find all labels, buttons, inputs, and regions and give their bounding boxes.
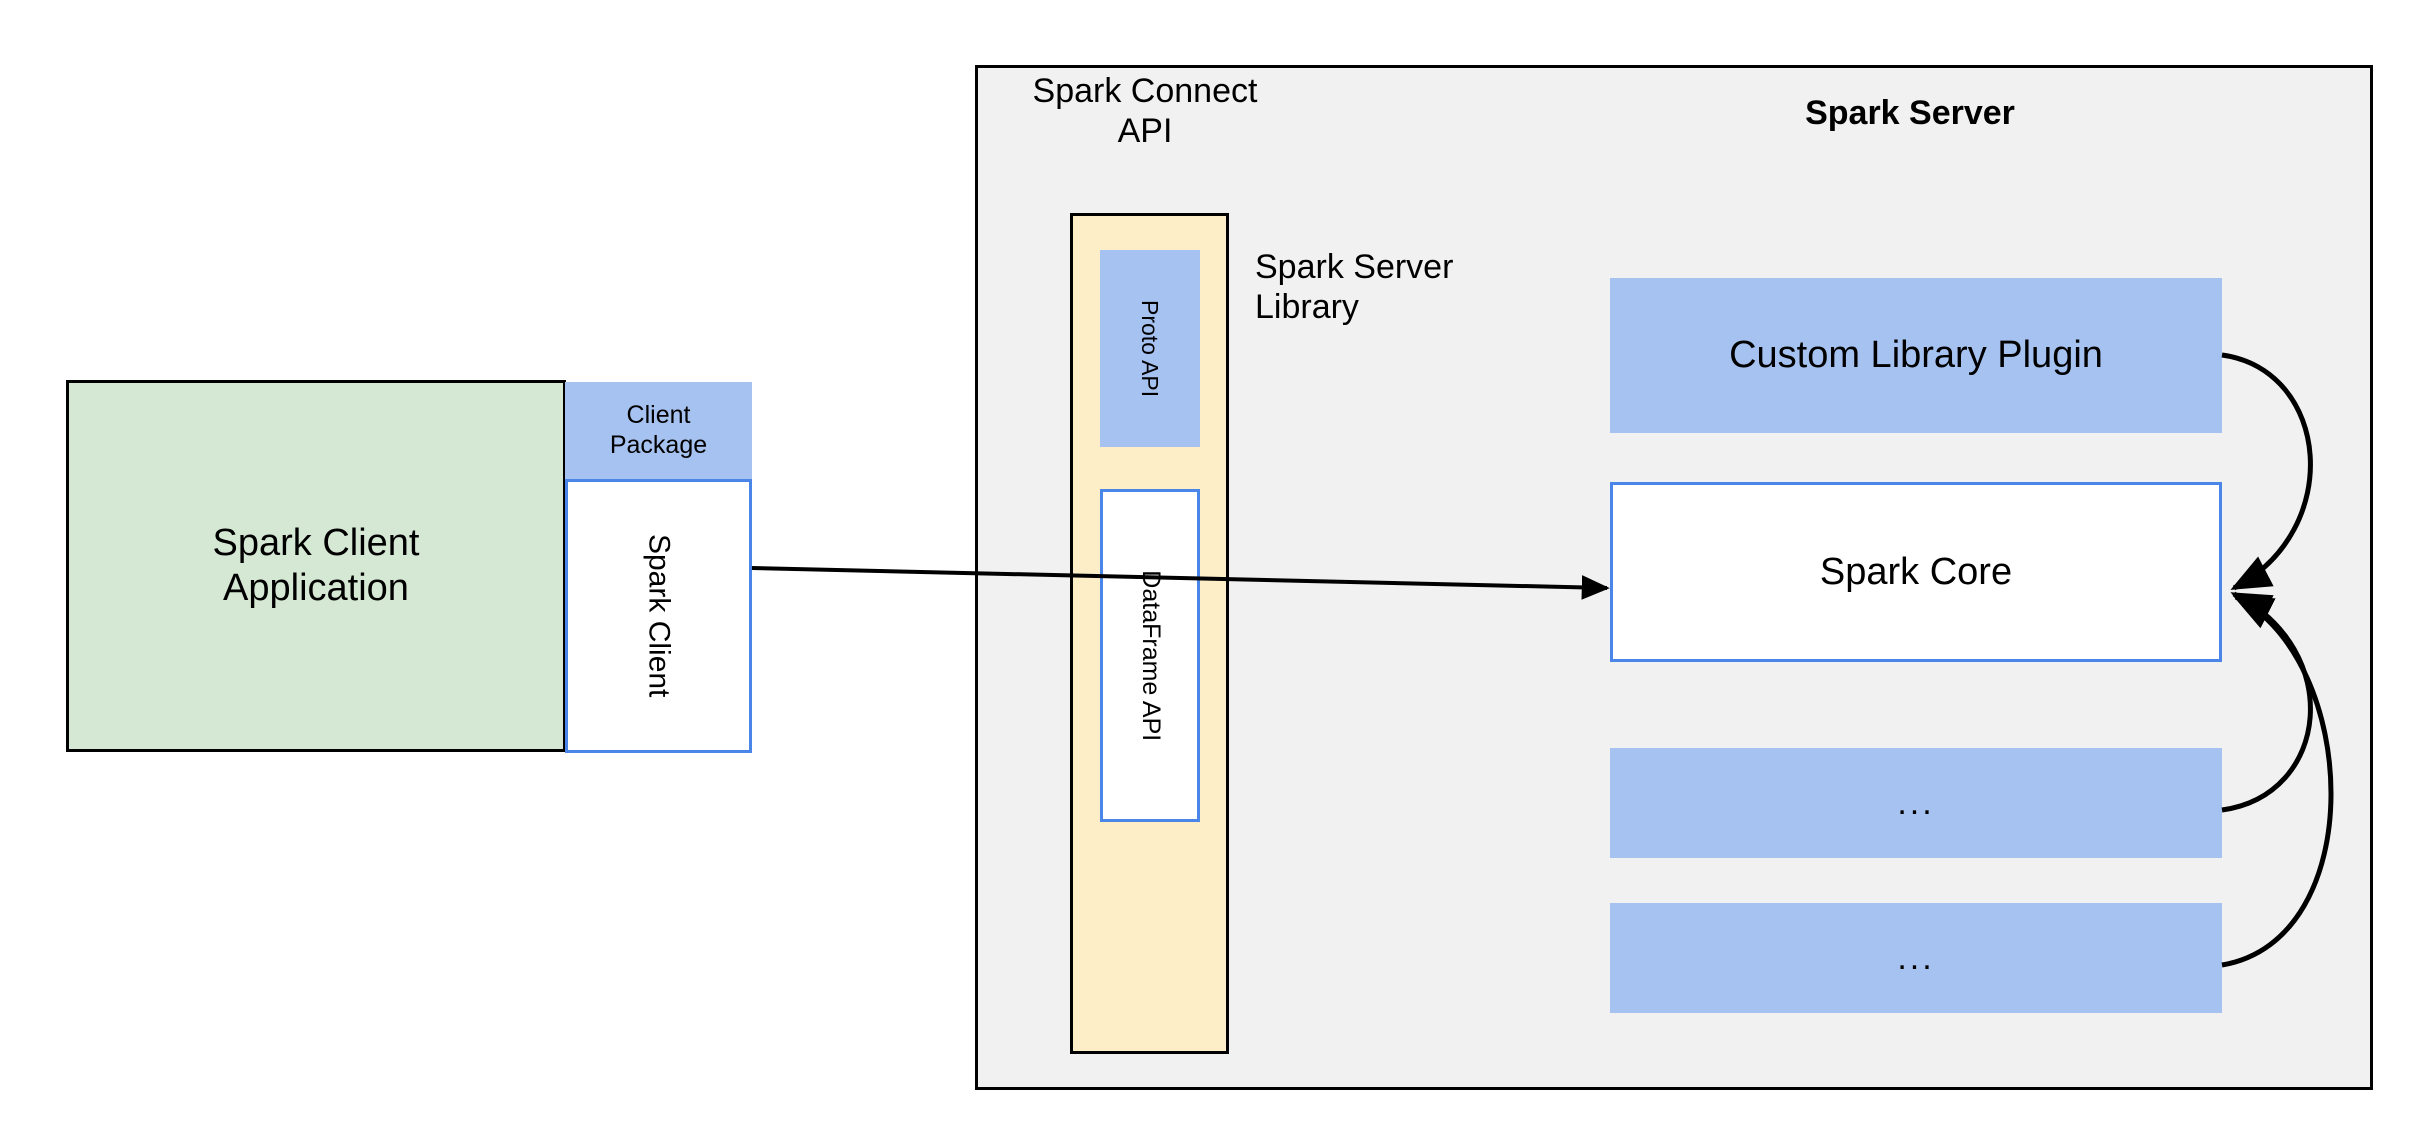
spark-client-box: Spark Client (565, 479, 752, 753)
custom-library-plugin-box: Custom Library Plugin (1610, 278, 2222, 433)
dataframe-api-label: DataFrame API (1136, 570, 1165, 741)
spark-server-library-label-line2: Library (1255, 288, 1359, 326)
proto-api-label: Proto API (1137, 299, 1164, 398)
spark-server-title: Spark Server (1805, 93, 2015, 132)
spark-connect-api-label-line2: API (1117, 112, 1173, 150)
client-package-label-line2: Package (609, 430, 708, 459)
client-package-label-line1: Client (626, 401, 691, 429)
module-ellipsis-box-2: ... (1610, 903, 2222, 1013)
spark-server-library-label: Spark Server Library (1255, 242, 1555, 332)
client-package-box: Client Package (565, 382, 752, 479)
module-ellipsis-box-1: ... (1610, 748, 2222, 858)
spark-client-label: Spark Client (642, 534, 676, 698)
spark-server-library-label-line1: Spark Server (1255, 247, 1454, 286)
spark-connect-api-label-line1: Spark Connect (1032, 71, 1258, 110)
spark-client-application-label-line1: Spark Client (212, 522, 420, 565)
spark-connect-api-label: Spark Connect API (1000, 66, 1290, 156)
spark-client-application-box: Spark Client Application (66, 380, 566, 752)
spark-client-application-label-line2: Application (223, 567, 409, 609)
proto-api-box: Proto API (1100, 250, 1200, 447)
dataframe-api-box: DataFrame API (1100, 489, 1200, 822)
spark-core-box: Spark Core (1610, 482, 2222, 662)
